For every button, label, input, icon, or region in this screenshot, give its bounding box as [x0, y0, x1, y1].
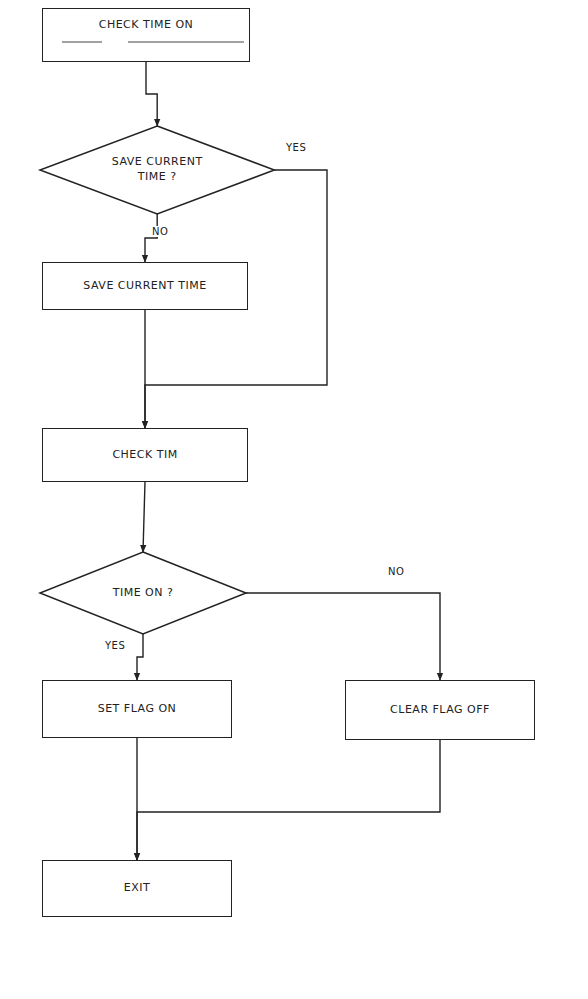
node-text: SAVE CURRENT TIME ? — [96, 155, 218, 185]
process-box: CHECK TIM — [42, 428, 248, 482]
sketch-mark — [62, 42, 102, 43]
text-group: CHECK TIME ON — [99, 18, 194, 33]
text-group: SAVE CURRENT TIME ? — [96, 155, 218, 185]
process-box: CLEAR FLAG OFF — [345, 680, 535, 740]
node-text: EXIT — [124, 881, 150, 896]
text-group: SAVE CURRENT TIME — [83, 279, 206, 294]
edge-label: NO — [150, 226, 170, 237]
text-group: CHECK TIM — [112, 448, 177, 463]
flow-arrow — [137, 634, 143, 680]
process-box: CHECK TIME ON — [42, 8, 250, 62]
flow-arrow — [144, 310, 145, 428]
flow-arrow — [146, 62, 157, 126]
node-text: TIME ON ? — [113, 586, 174, 601]
node-text: SAVE CURRENT TIME — [83, 279, 206, 294]
text-group: SET FLAG ON — [98, 702, 177, 717]
node-text: CHECK TIME ON — [99, 18, 194, 33]
text-group: EXIT — [124, 881, 150, 896]
diamond-outline — [40, 552, 246, 634]
node-text: SET FLAG ON — [98, 702, 177, 717]
edge-label: NO — [386, 566, 406, 577]
node-text: CLEAR FLAG OFF — [390, 703, 490, 718]
diamond-outline — [40, 126, 274, 214]
sketch-marks — [62, 42, 244, 43]
decision-diamond: SAVE CURRENT TIME ? — [40, 126, 274, 214]
edge-label: YES — [284, 142, 308, 153]
flow-arrow — [246, 593, 440, 680]
process-box: SAVE CURRENT TIME — [42, 262, 248, 310]
edge-label: YES — [103, 640, 127, 651]
sketch-mark — [128, 42, 244, 43]
node-text: CHECK TIM — [112, 448, 177, 463]
process-box: SET FLAG ON — [42, 680, 232, 738]
process-box: EXIT — [42, 860, 232, 917]
flow-arrow — [145, 214, 157, 262]
decision-diamond: TIME ON ? — [40, 552, 246, 634]
text-group: CLEAR FLAG OFF — [390, 703, 490, 718]
text-group: TIME ON ? — [113, 586, 174, 601]
flow-arrow — [137, 740, 440, 860]
flow-arrow — [143, 482, 145, 552]
